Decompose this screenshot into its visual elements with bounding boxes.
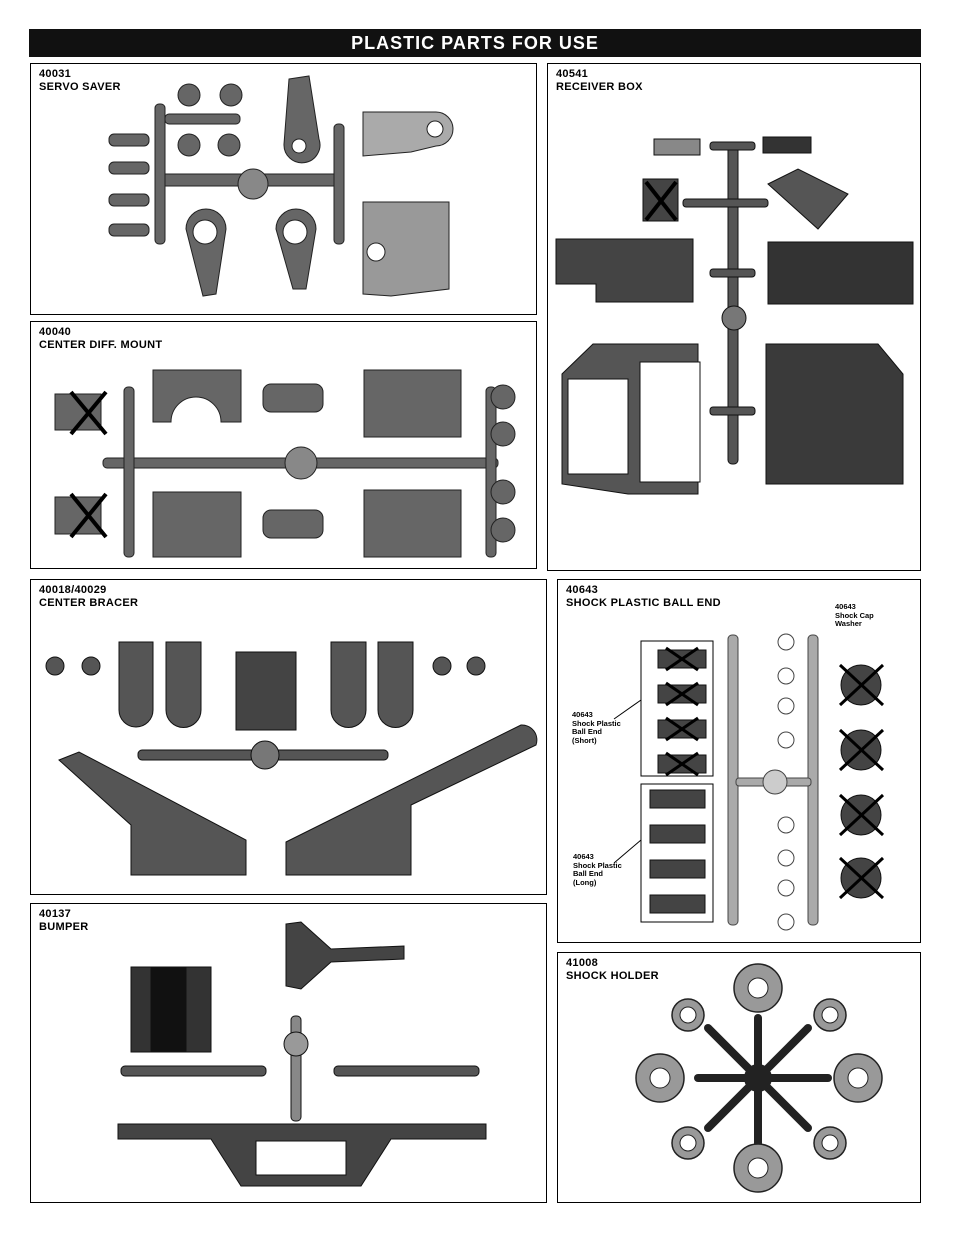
callout-cap-washer: 40643 Shock Cap Washer xyxy=(835,602,874,628)
part-name: RECEIVER BOX xyxy=(556,81,643,93)
part-name: CENTER BRACER xyxy=(39,597,139,609)
panel-servo-saver: 40031 SERVO SAVER xyxy=(30,63,537,315)
part-code: 40137 xyxy=(39,908,72,920)
shock-ball-end-sprue-drawing xyxy=(613,633,885,931)
part-name: BUMPER xyxy=(39,921,89,933)
part-code: 40018/40029 xyxy=(39,584,107,596)
panel-shock-ball-end: 40643 SHOCK PLASTIC BALL END 40643 Shock… xyxy=(557,579,921,943)
part-name: SHOCK PLASTIC BALL END xyxy=(566,597,721,609)
bumper-sprue-drawing xyxy=(117,921,487,1187)
panel-center-bracer: 40018/40029 CENTER BRACER xyxy=(30,579,547,895)
part-code: 40040 xyxy=(39,326,72,338)
callout-ball-end-short: 40643 Shock Plastic Ball End (Short) xyxy=(572,710,621,745)
panel-center-diff-mount: 40040 CENTER DIFF. MOUNT xyxy=(30,321,537,569)
panel-shock-holder: 41008 SHOCK HOLDER xyxy=(557,952,921,1203)
part-code: 40541 xyxy=(556,68,589,80)
page-title: PLASTIC PARTS FOR USE xyxy=(29,29,921,57)
receiver-box-sprue-drawing xyxy=(555,136,914,495)
part-code: 41008 xyxy=(566,957,599,969)
part-code: 40643 xyxy=(566,584,599,596)
panel-bumper: 40137 BUMPER xyxy=(30,903,547,1203)
part-code: 40031 xyxy=(39,68,72,80)
servo-saver-sprue-drawing xyxy=(108,75,454,297)
part-name: SERVO SAVER xyxy=(39,81,121,93)
center-diff-mount-sprue-drawing xyxy=(54,369,516,558)
center-bracer-sprue-drawing xyxy=(45,641,538,876)
shock-holder-sprue-drawing xyxy=(635,963,883,1193)
part-name: CENTER DIFF. MOUNT xyxy=(39,339,163,351)
part-name: SHOCK HOLDER xyxy=(566,970,659,982)
panel-receiver-box: 40541 RECEIVER BOX xyxy=(547,63,921,571)
callout-ball-end-long: 40643 Shock Plastic Ball End (Long) xyxy=(573,852,622,887)
